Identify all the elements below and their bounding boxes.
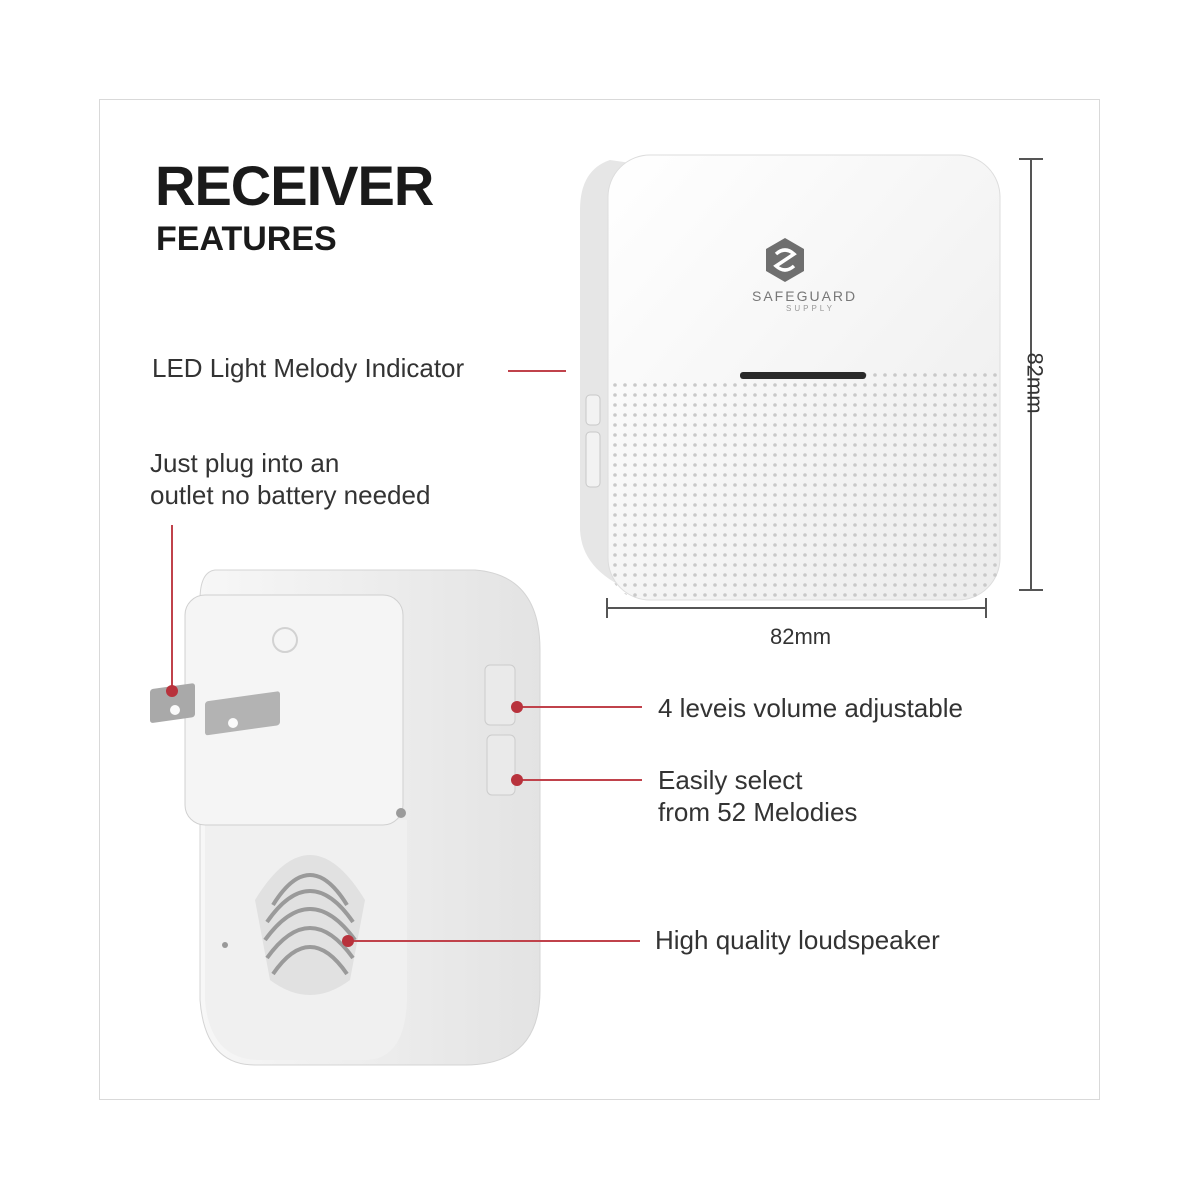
callout-plug-leader [171,525,173,691]
width-dimension-label: 82mm [770,624,832,649]
callout-led-indicator: LED Light Melody Indicator [152,353,465,383]
safeguard-logo-icon [766,238,804,282]
callout-plug-line1: Just plug into an [150,448,340,478]
callout-volume-leader [520,706,642,708]
callout-speaker-leader [352,940,640,942]
height-dimension-tick-top [1019,158,1043,160]
callout-plug-dot [166,685,178,697]
callout-speaker-dot [342,935,354,947]
page-title: RECEIVER [155,154,434,217]
width-dimension-line [607,607,987,609]
callout-volume-dot [511,701,523,713]
callout-plug-line2: outlet no battery needed [150,480,431,510]
callout-melody-leader [520,779,642,781]
callout-melody-line1: Easily select [658,765,803,795]
callout-melody-line2: from 52 Melodies [658,797,858,827]
height-dimension-line [1030,160,1032,590]
brand-tagline: SUPPLY [786,304,835,313]
page-subtitle: FEATURES [156,220,337,258]
callout-led-leader [508,370,566,372]
receiver-front-illustration [580,154,1001,601]
speaker-grille [255,855,365,995]
height-dimension-label: 82mm [1022,352,1048,414]
callout-speaker: High quality loudspeaker [655,925,940,955]
width-dimension-tick-right [985,598,987,618]
width-dimension-tick-left [606,598,608,618]
height-dimension-tick-bottom [1019,589,1043,591]
callout-volume: 4 leveis volume adjustable [658,693,963,723]
receiver-plug-illustration [150,569,541,1066]
brand-name: SAFEGUARD [752,288,858,304]
callout-melody-dot [511,774,523,786]
